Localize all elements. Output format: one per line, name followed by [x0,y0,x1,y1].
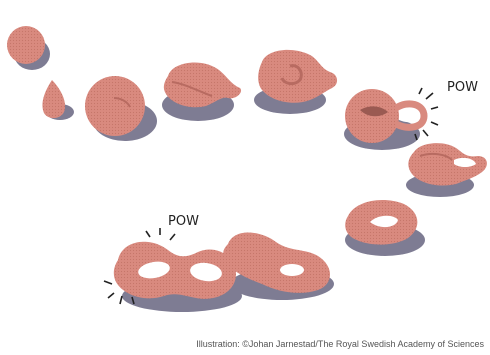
sphere-shape [7,26,50,70]
pow-burst-bottom [103,228,176,305]
torus-shape [345,200,425,256]
image-credit: Illustration: ©Johan Jarnestad/The Royal… [196,339,484,349]
spout-sphere-shape [162,62,242,121]
curling-handle-shape [254,49,338,114]
single-hole-surface-shape [223,232,334,300]
mug-shape [406,143,487,197]
pow-label-bottom: POW [168,214,199,229]
drop-shape [42,80,74,120]
pow-label-top: POW [447,80,478,95]
double-hole-surface-shape [113,241,242,312]
dimpled-sphere-shape [85,76,157,141]
pow-burst-top [414,87,439,141]
handle-contact-shape [344,89,428,150]
